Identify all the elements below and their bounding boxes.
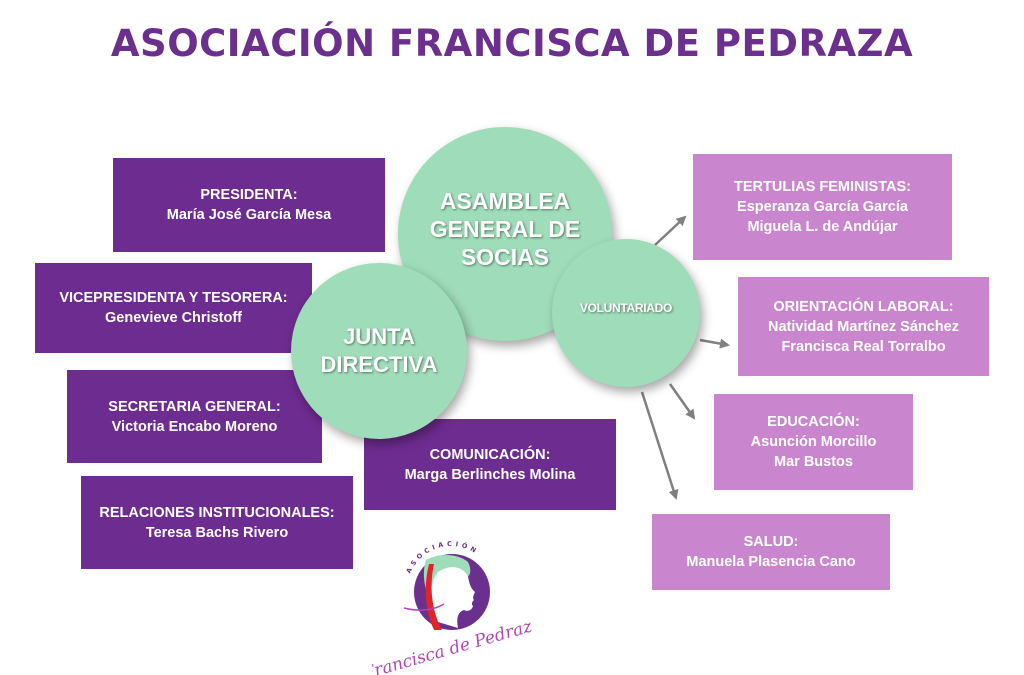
junta-label: JUNTA DIRECTIVA [320, 324, 438, 377]
area-name: Francisca Real Torralbo [781, 338, 946, 355]
voluntariado-circle: VOLUNTARIADO [552, 239, 700, 387]
role-label: SECRETARIA GENERAL: [108, 398, 281, 415]
role-name: Marga Berlinches Molina [404, 466, 576, 483]
area-box-salud: SALUD: Manuela Plasencia Cano [652, 514, 890, 590]
voluntariado-label: VOLUNTARIADO [579, 301, 673, 315]
role-label: PRESIDENTA: [200, 187, 298, 203]
role-box-presidenta: PRESIDENTA: María José García Mesa [113, 158, 385, 252]
area-label: ORIENTACIÓN LABORAL: [773, 298, 954, 315]
role-box-secretaria: SECRETARIA GENERAL: Victoria Encabo More… [67, 370, 322, 463]
role-label: RELACIONES INSTITUCIONALES: [99, 504, 335, 521]
junta-directiva-circle: JUNTA DIRECTIVA [291, 263, 467, 439]
area-name: Natividad Martínez Sánchez [768, 318, 959, 335]
role-label: VICEPRESIDENTA Y TESORERA: [59, 290, 288, 306]
role-name: Genevieve Christoff [105, 310, 242, 326]
role-label: COMUNICACIÓN: [429, 446, 551, 463]
association-logo: ASOCIACIÓN Francisca de Pedraza [372, 540, 532, 675]
area-name: Miguela L. de Andújar [747, 219, 898, 235]
page-title: ASOCIACIÓN FRANCISCA DE PEDRAZA [110, 22, 914, 65]
area-label: EDUCACIÓN: [767, 414, 860, 430]
role-box-relaciones: RELACIONES INSTITUCIONALES: Teresa Bachs… [81, 476, 353, 569]
role-name: María José García Mesa [166, 207, 332, 223]
role-name: Teresa Bachs Rivero [145, 524, 289, 541]
area-box-orientacion: ORIENTACIÓN LABORAL: Natividad Martínez … [738, 277, 989, 376]
arrow-to-educacion [668, 383, 696, 420]
asamblea-label: ASAMBLEA GENERAL DE SOCIAS [429, 188, 581, 270]
role-box-vicepresidenta: VICEPRESIDENTA Y TESORERA: Genevieve Chr… [35, 263, 312, 353]
area-label: SALUD: [743, 534, 799, 550]
area-name: Manuela Plasencia Cano [686, 554, 856, 570]
area-name: Mar Bustos [774, 454, 853, 470]
role-name: Victoria Encabo Moreno [111, 418, 278, 435]
arrow-to-salud [640, 391, 679, 500]
area-box-educacion: EDUCACIÓN: Asunción Morcillo Mar Bustos [714, 394, 913, 490]
area-name: Asunción Morcillo [750, 434, 877, 450]
arrow-to-orientacion [699, 338, 730, 349]
arrow-to-tertulias [654, 215, 687, 246]
area-label: TERTULIAS FEMINISTAS: [734, 179, 911, 195]
area-name: Esperanza García García [737, 199, 908, 215]
area-box-tertulias: TERTULIAS FEMINISTAS: Esperanza García G… [693, 154, 952, 260]
